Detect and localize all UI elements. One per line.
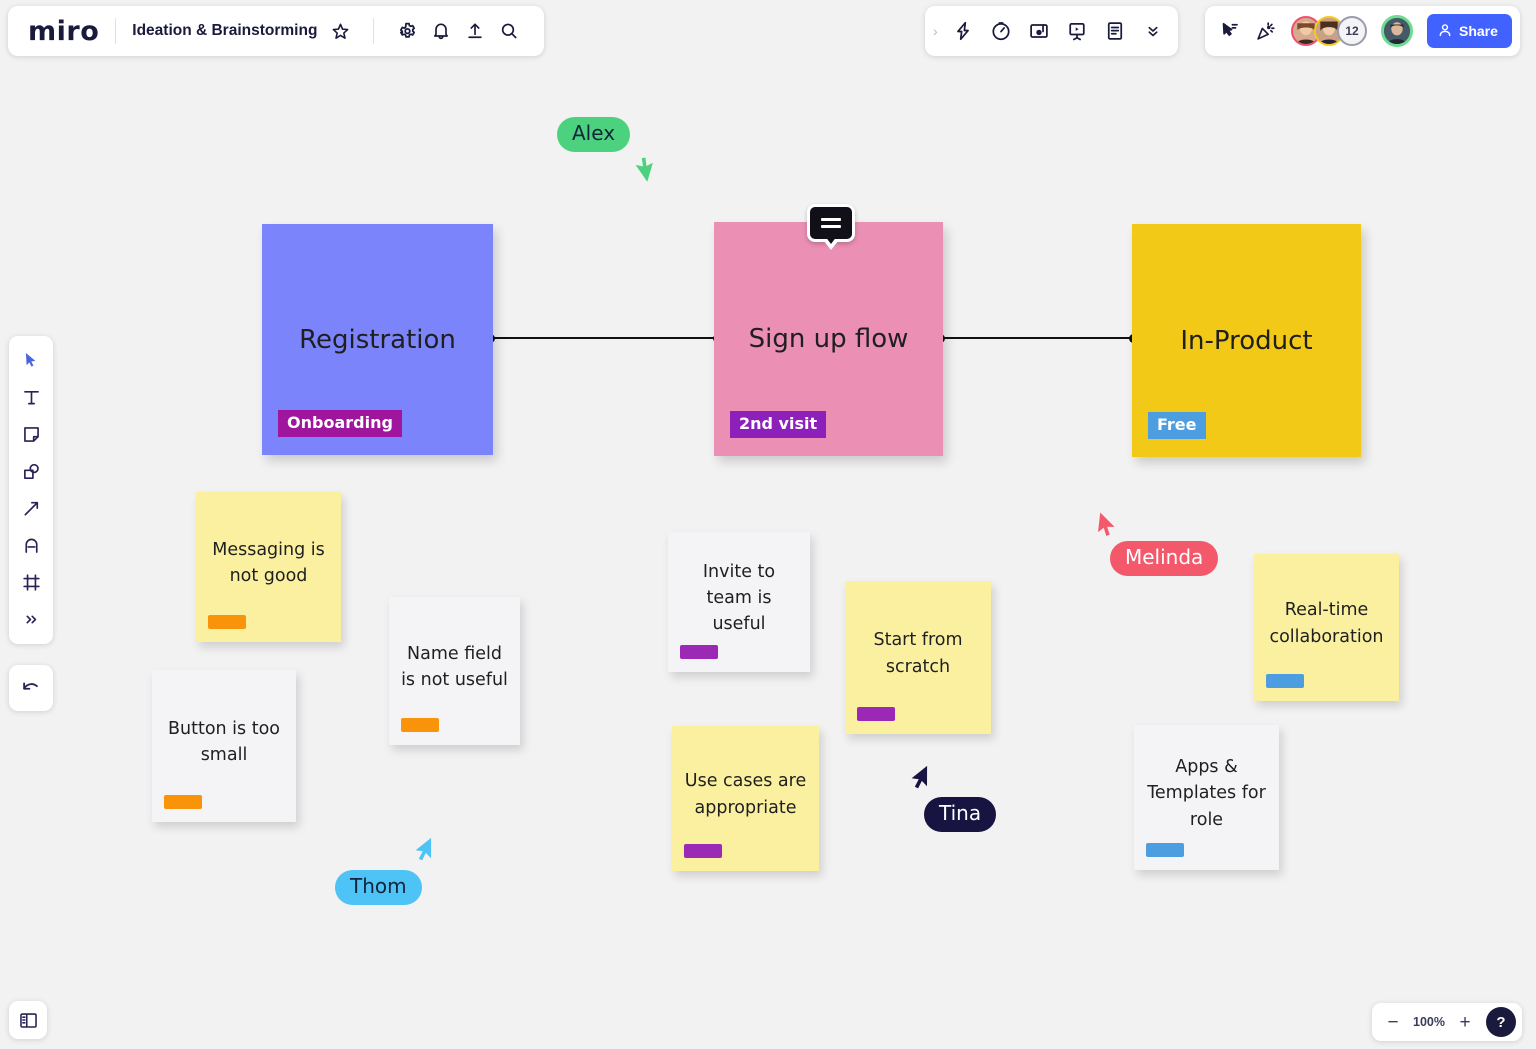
- sticky-note[interactable]: Invite to team is useful: [668, 532, 810, 672]
- sticky-note-tag[interactable]: [1146, 843, 1184, 857]
- help-button[interactable]: ?: [1486, 1007, 1516, 1037]
- sticky-note[interactable]: Apps & Templates for role: [1134, 725, 1279, 870]
- sticky-note[interactable]: Start from scratch: [845, 581, 991, 734]
- presence-name-pill: Thom: [335, 870, 422, 905]
- sticky-note[interactable]: Name field is not useful: [389, 597, 520, 745]
- shapes-tool[interactable]: [13, 455, 49, 488]
- connector-arrow-tool[interactable]: [13, 492, 49, 525]
- comment-line: [821, 225, 841, 228]
- side-panel-icon[interactable]: [9, 1001, 47, 1039]
- sticky-note-text: Start from scratch: [873, 630, 963, 677]
- search-icon[interactable]: [492, 14, 526, 48]
- expand-chevron-icon[interactable]: ›: [933, 23, 938, 39]
- connector-line[interactable]: [486, 333, 722, 343]
- sticky-note[interactable]: Button is too small: [152, 670, 296, 822]
- current-user-avatar[interactable]: [1381, 15, 1413, 47]
- card-title: Registration: [299, 324, 456, 355]
- sticky-note-text: Real-time collaboration: [1269, 600, 1384, 647]
- sticky-note-tag[interactable]: [680, 645, 718, 659]
- undo-button[interactable]: [9, 665, 53, 711]
- zoom-controls: − 100% + ?: [1372, 1003, 1522, 1041]
- sticky-note-text: Name field is not useful: [401, 643, 508, 690]
- sticky-note-tool[interactable]: [13, 418, 49, 451]
- comment-badge[interactable]: [807, 204, 855, 250]
- connector-line[interactable]: [936, 333, 1138, 343]
- miro-logo[interactable]: miro: [28, 15, 100, 47]
- sticky-note-tag[interactable]: [208, 615, 246, 629]
- share-label: Share: [1459, 23, 1498, 39]
- sticky-note[interactable]: Use cases are appropriate: [672, 726, 819, 871]
- card-tag[interactable]: Onboarding: [278, 410, 402, 437]
- presence-cursor-icon: [1093, 511, 1123, 546]
- lightning-icon[interactable]: [946, 14, 980, 48]
- select-cursor-tool[interactable]: [13, 344, 49, 377]
- sticky-note-tag[interactable]: [684, 844, 722, 858]
- sticky-note[interactable]: Real-time collaboration: [1254, 554, 1399, 701]
- zoom-in-button[interactable]: +: [1459, 1011, 1471, 1033]
- comment-tail-inner: [825, 236, 837, 244]
- presence-cursor-icon: [412, 837, 442, 873]
- sticky-note-tag[interactable]: [857, 707, 895, 721]
- person-icon: [1437, 22, 1453, 41]
- sticky-note-text: Button is too small: [168, 718, 280, 765]
- frame-tool[interactable]: [13, 566, 49, 599]
- card-tag[interactable]: Free: [1148, 412, 1206, 439]
- sticky-note-text: Messaging is not good: [212, 539, 325, 586]
- sticky-note-tag[interactable]: [164, 795, 202, 809]
- board-title[interactable]: Ideation & Brainstorming: [132, 22, 318, 39]
- presence-name-pill: Tina: [924, 797, 997, 832]
- presence-name-pill: Melinda: [1110, 541, 1219, 576]
- cursor-share-icon[interactable]: [1213, 14, 1247, 48]
- more-tools-icon[interactable]: [13, 603, 49, 636]
- top-users-toolbar: 12 Share: [1205, 6, 1520, 56]
- presence-name-pill: Alex: [557, 117, 631, 152]
- timer-icon[interactable]: [984, 14, 1018, 48]
- party-popper-icon[interactable]: [1249, 14, 1283, 48]
- star-icon[interactable]: [323, 14, 357, 48]
- pen-tool[interactable]: [13, 529, 49, 562]
- sticky-note[interactable]: Messaging is not good: [196, 492, 341, 642]
- sticky-note-tag[interactable]: [401, 718, 439, 732]
- top-tools-toolbar: ›: [925, 6, 1178, 56]
- comment-tail: [823, 240, 839, 250]
- bell-icon[interactable]: [424, 14, 458, 48]
- presence-cursor-icon: [908, 765, 938, 801]
- upload-icon[interactable]: [458, 14, 492, 48]
- left-toolbar: [9, 336, 53, 644]
- toolbar-divider: [115, 18, 117, 44]
- board-card[interactable]: Sign up flow 2nd visit: [714, 222, 943, 456]
- gear-icon[interactable]: [390, 14, 424, 48]
- avatar-overflow-count[interactable]: 12: [1337, 16, 1367, 46]
- comment-line: [821, 218, 841, 221]
- zoom-out-button[interactable]: −: [1387, 1011, 1399, 1033]
- toolbar-divider-2: [373, 18, 375, 44]
- collaborator-avatars[interactable]: 12: [1291, 16, 1367, 46]
- chevron-double-down-icon[interactable]: [1136, 14, 1170, 48]
- card-tag[interactable]: 2nd visit: [730, 411, 827, 438]
- presentation-icon[interactable]: [1060, 14, 1094, 48]
- top-left-toolbar: miro Ideation & Brainstorming: [8, 6, 545, 56]
- card-title: In-Product: [1180, 325, 1313, 356]
- zoom-level-label[interactable]: 100%: [1413, 1015, 1445, 1029]
- sticky-note-text: Invite to team is useful: [702, 561, 776, 635]
- sticky-note-tag[interactable]: [1266, 674, 1304, 688]
- text-tool[interactable]: [13, 381, 49, 414]
- share-button[interactable]: Share: [1427, 14, 1512, 48]
- sticky-note-text: Use cases are appropriate: [684, 771, 807, 818]
- video-chat-icon[interactable]: [1022, 14, 1056, 48]
- notes-icon[interactable]: [1098, 14, 1132, 48]
- card-title: Sign up flow: [748, 324, 909, 354]
- presence-cursor-icon: [627, 152, 657, 187]
- sticky-note-text: Apps & Templates for role: [1147, 757, 1266, 830]
